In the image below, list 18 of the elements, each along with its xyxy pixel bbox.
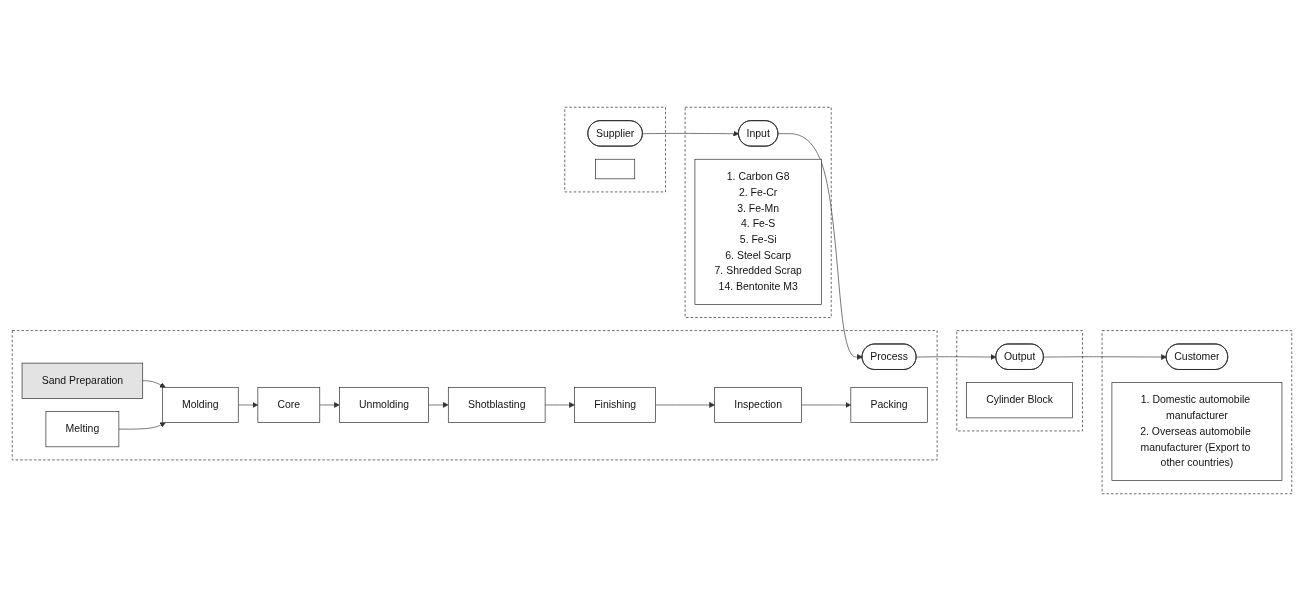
- node-box: Core: [257, 387, 321, 423]
- node-box: Inspection: [714, 387, 802, 423]
- node-box: Melting: [45, 411, 120, 448]
- cluster: [956, 330, 1083, 432]
- cluster: [684, 106, 832, 318]
- cluster: [11, 330, 938, 461]
- node-box: Unmolding: [339, 387, 429, 423]
- node-box: Shotblasting: [447, 387, 546, 423]
- node-box: Finishing: [574, 387, 656, 423]
- cluster: [1101, 330, 1293, 495]
- node-box: Cylinder Block: [966, 382, 1073, 419]
- node-box: 1. Domestic automobile manufacturer 2. Overseas automobile manufacturer (Export to other countries): [1111, 382, 1283, 481]
- node-box: Molding: [162, 387, 239, 423]
- node-box: 1. Carbon G8 2. Fe-Cr 3. Fe-Mn 4. Fe-S 5. Fe-Si 6. Steel Scarp 7. Shredded Scrap 14. Bentonite M3: [694, 158, 822, 305]
- node-box: Sand Preparation: [21, 362, 144, 399]
- node-box: [595, 158, 636, 180]
- cluster: [564, 106, 666, 193]
- node-box: Packing: [850, 387, 928, 423]
